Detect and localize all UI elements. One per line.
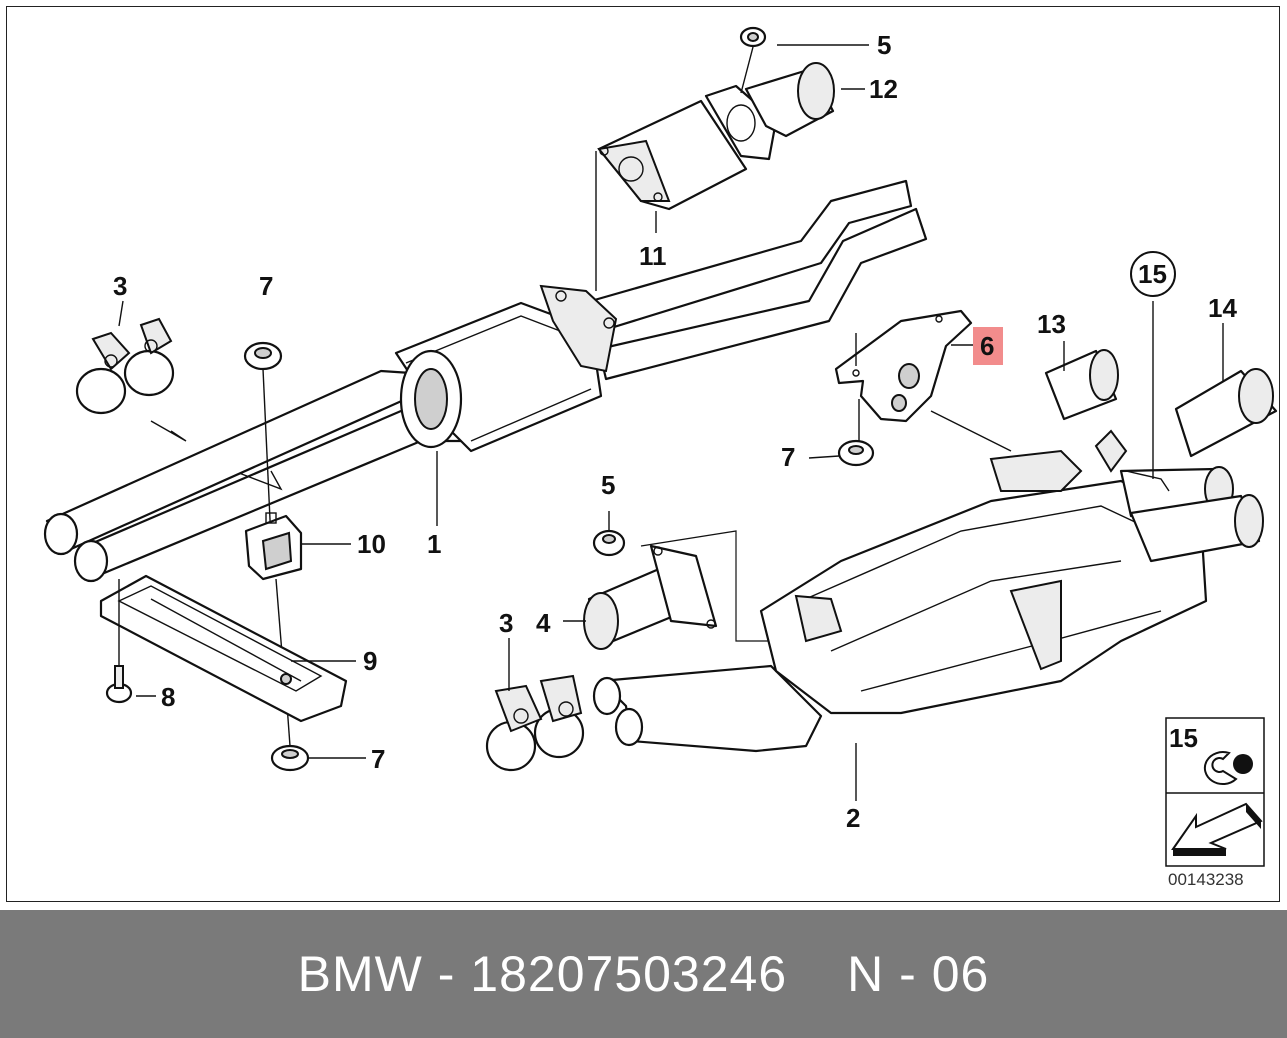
callout-12: 12 [869, 74, 898, 104]
callout-5-top: 5 [877, 30, 891, 60]
legend-callout-15: 15 [1169, 723, 1198, 753]
callout-8: 8 [161, 682, 175, 712]
arrow-icon [1171, 802, 1263, 856]
callout-7-a: 7 [259, 271, 273, 301]
callout-10: 10 [357, 529, 386, 559]
exhaust-diagram: 5 12 11 3 7 1 10 9 8 7 7 5 4 3 2 13 14 6… [43, 26, 1278, 889]
legend-box: 15 [1165, 717, 1265, 867]
callout-3-left: 3 [113, 271, 127, 301]
callout-14: 14 [1208, 293, 1237, 323]
diagram-frame: 5 12 11 3 7 1 10 9 8 7 7 5 4 3 2 13 14 6… [6, 6, 1280, 902]
part-4-flange-pipe [583, 530, 771, 650]
callout-7-b: 7 [781, 442, 795, 472]
footer-text: BMW - 18207503246 N - 06 [298, 945, 990, 1003]
callout-15-circle [1130, 251, 1176, 297]
callout-9: 9 [363, 646, 377, 676]
callout-6-highlight [973, 327, 1003, 365]
clip-icon [1203, 751, 1253, 786]
position-label: N - 06 [847, 946, 990, 1002]
part-15-clip [1094, 301, 1170, 492]
part-6-hanger-bracket [834, 309, 973, 441]
part-8-bolt [105, 579, 133, 704]
part-3-clamp-bottom [485, 674, 585, 772]
callout-7-c: 7 [371, 744, 385, 774]
part-3-clamp-left [75, 317, 175, 415]
part-10-rubber-mount [244, 512, 303, 667]
part-5-nut-bottom [592, 511, 626, 557]
part-number-label: BMW - 18207503246 [297, 946, 788, 1002]
callout-6: 6 [980, 331, 994, 361]
callout-1: 1 [427, 529, 441, 559]
part-12-flange-pipe [704, 62, 835, 161]
callout-13: 13 [1037, 309, 1066, 339]
part-1-front-pipe [43, 179, 928, 583]
callout-11: 11 [639, 241, 667, 271]
footer-bar: BMW - 18207503246 N - 06 [0, 910, 1287, 1038]
part-2-rear-silencer [592, 410, 1264, 753]
callout-4: 4 [536, 608, 551, 638]
part-13-tail-tip [1044, 349, 1119, 421]
part-14-tail-tip [1174, 368, 1278, 458]
callout-5-bottom: 5 [601, 470, 615, 500]
part-7-nut-b [837, 439, 875, 467]
diagram-code: 00143238 [1168, 870, 1244, 889]
part-11-bracket [595, 99, 748, 291]
part-5-nut-top [739, 26, 767, 94]
callout-15: 15 [1138, 259, 1167, 289]
part-9-shield-plate [99, 574, 348, 723]
callout-3-bottom: 3 [499, 608, 513, 638]
callout-labels: 5 12 11 3 7 1 10 9 8 7 7 5 4 3 2 13 14 6… [113, 30, 1237, 833]
part-7-nut-c [270, 690, 310, 772]
leader-lines [118, 44, 1224, 801]
callout-2: 2 [846, 803, 860, 833]
